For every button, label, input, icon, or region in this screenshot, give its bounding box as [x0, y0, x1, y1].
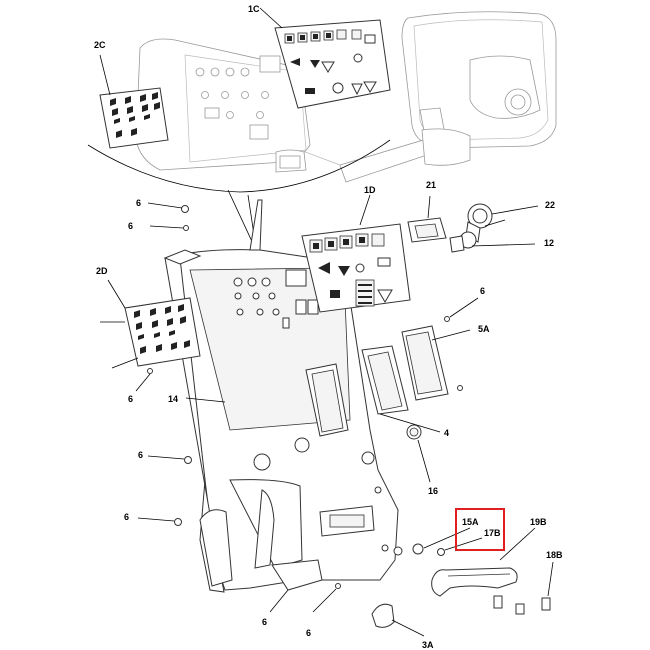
part-15a-nut: [393, 527, 471, 556]
part-12-switch: [449, 231, 536, 253]
label-1d: 1D: [364, 185, 376, 195]
label-16: 16: [428, 486, 438, 496]
label-6f: 6: [124, 512, 129, 522]
screw-6b: [149, 225, 189, 231]
label-6a: 6: [136, 198, 141, 208]
upper-panel-view: [135, 38, 311, 173]
label-17b: 17B: [484, 528, 501, 538]
magnifier-lead-left: [227, 189, 256, 249]
label-2d: 2D: [96, 266, 108, 276]
screw-6a: [147, 202, 189, 213]
label-18b: 18B: [546, 550, 563, 560]
label-6g: 6: [262, 617, 267, 627]
label-14: 14: [168, 394, 178, 404]
bracket-6g: [269, 559, 323, 613]
label-12: 12: [544, 238, 554, 248]
screw-6h: [312, 583, 341, 613]
part-21-switch: [407, 195, 447, 243]
steering-bracket: [249, 199, 263, 251]
label-15a: 15A: [462, 517, 479, 527]
label-19b: 19B: [530, 517, 547, 527]
label-6b: 6: [128, 221, 133, 231]
magnifier-arc: [87, 139, 391, 193]
label-22: 22: [545, 200, 555, 210]
label-6d: 6: [128, 394, 133, 404]
lead-14: [185, 397, 226, 403]
part-3a-knob: [371, 603, 425, 637]
part-16-grommet: [406, 424, 431, 483]
label-5a: 5A: [478, 324, 490, 334]
screw-6f: [444, 297, 479, 322]
decal-1d: [301, 194, 411, 313]
label-1c: 1C: [248, 4, 260, 14]
part-4-gasket: [361, 345, 441, 433]
label-4: 4: [444, 428, 449, 438]
console-column: [163, 249, 399, 593]
decal-1c: [259, 7, 391, 109]
seat-assembly: [299, 11, 557, 183]
screw-6e: [137, 517, 182, 526]
screw-6d: [147, 455, 192, 464]
part-22-keyswitch: [465, 203, 539, 243]
decal-2d: [100, 279, 201, 369]
label-2c: 2C: [94, 40, 106, 50]
label-6e: 6: [138, 450, 143, 460]
label-21: 21: [426, 180, 436, 190]
part-5a-cover: [401, 325, 471, 401]
part-19b-rod: [431, 527, 536, 597]
decal-2c: [99, 54, 169, 149]
part-17b-washer: [437, 537, 483, 556]
label-3a: 3A: [422, 640, 434, 650]
highlight-box: [455, 508, 505, 551]
label-6c: 6: [480, 286, 485, 296]
screw-6c: [135, 368, 153, 392]
label-6h: 6: [306, 628, 311, 638]
part-18b-bolts: [493, 561, 554, 615]
